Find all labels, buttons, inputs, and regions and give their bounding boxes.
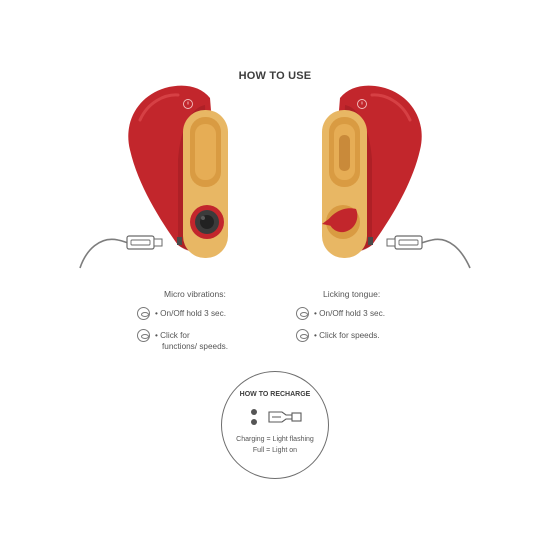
recharge-title: HOW TO RECHARGE	[239, 391, 311, 398]
recharge-full-status: Full = Light on	[252, 447, 298, 454]
function-button-icon	[137, 329, 150, 342]
recharge-charging-status: Charging = Light flashing	[236, 436, 314, 443]
right-step1-text: • On/Off hold 3 sec.	[314, 309, 385, 318]
power-icon	[357, 99, 367, 109]
left-device-micro-vibrations	[128, 85, 228, 258]
left-step2-line1: • Click for	[155, 331, 190, 340]
power-icon	[183, 99, 193, 109]
function-button-icon	[296, 329, 309, 342]
recharge-panel	[221, 371, 329, 479]
charging-contacts-icon	[251, 409, 257, 425]
right-charging-cable	[419, 238, 471, 269]
right-heading: Licking tongue:	[323, 289, 381, 299]
left-charging-cable	[79, 238, 130, 269]
right-step2-text: • Click for speeds.	[314, 331, 380, 340]
left-step-onoff: • On/Off hold 3 sec.	[137, 307, 226, 320]
left-step2-line2: functions/ speeds.	[162, 342, 228, 351]
right-step-click: • Click for speeds.	[296, 329, 380, 342]
left-heading: Micro vibrations:	[164, 289, 226, 299]
right-usb-connector	[386, 235, 423, 250]
right-device-licking-tongue	[322, 85, 422, 258]
function-button-icon	[296, 307, 309, 320]
left-usb-connector	[126, 235, 163, 250]
page-title: HOW TO USE	[238, 70, 312, 82]
left-step-click: • Click for functions/ speeds.	[137, 329, 228, 352]
function-button-icon	[137, 307, 150, 320]
left-step1-text: • On/Off hold 3 sec.	[155, 309, 226, 318]
right-step-onoff: • On/Off hold 3 sec.	[296, 307, 385, 320]
